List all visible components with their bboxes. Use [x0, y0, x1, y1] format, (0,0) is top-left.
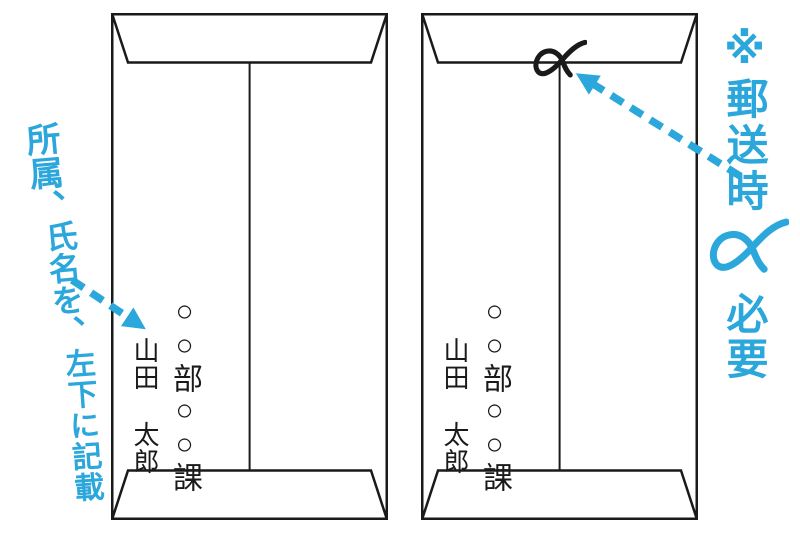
string-tie-knot-icon: [533, 39, 587, 78]
left-note-affiliation: 所属、: [18, 120, 68, 226]
sender-name-label: 山田 太郎: [130, 337, 159, 475]
envelope-left-outline: [111, 13, 388, 520]
sender-name-label: 山田 太郎: [440, 337, 469, 475]
envelope-bottom-flap: [111, 469, 388, 520]
left-note-bottom-left: 左下に記載: [58, 346, 105, 504]
envelope-body: [421, 13, 698, 520]
left-note-name: 氏名を、: [39, 218, 89, 350]
envelope-left: ○○部○○課 山田 太郎: [111, 13, 388, 520]
envelope-bottom-flap: [421, 469, 698, 520]
department-label: ○○部○○課: [168, 295, 201, 493]
envelope-top-flap: [111, 13, 388, 64]
department-label: ○○部○○課: [478, 295, 511, 493]
right-note-when-mailing: ※郵送時: [720, 24, 769, 215]
string-tie-knot-blue-icon: [709, 218, 789, 280]
right-note-required: 必要: [720, 292, 769, 382]
envelope-right: ○○部○○課 山田 太郎: [421, 13, 698, 520]
envelope-body: [111, 13, 388, 520]
